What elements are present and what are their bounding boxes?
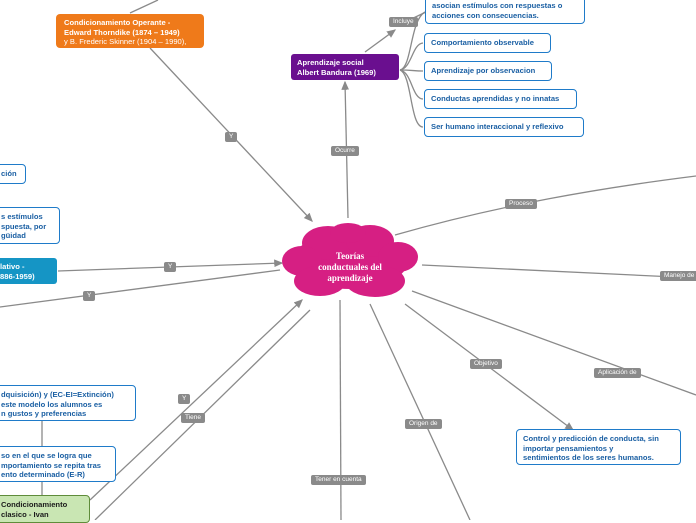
edge-lowerleft-center: [89, 299, 303, 501]
edge-label-y-top[interactable]: Y: [225, 132, 238, 142]
center-line-1: Teorías: [335, 251, 365, 261]
node-bandura[interactable]: Aprendizaje social Albert Bandura (1969): [291, 54, 399, 80]
node-conductas-label: Conductas aprendidas y no innatas: [431, 94, 560, 103]
node-thorndike-line-3: y B. Frederic Skinner (1904 – 1990),: [64, 37, 187, 46]
edge-fan-conductas: [399, 69, 424, 100]
node-left-estimulos-line-3: güidad: [1, 231, 26, 240]
node-asocian[interactable]: asocian estímulos con respuestas o accio…: [425, 0, 585, 24]
node-observable-label: Comportamiento observable: [431, 38, 534, 47]
edge-proceso: [394, 175, 696, 236]
node-left-green[interactable]: Condicionamiento clasico - Ivan: [0, 495, 90, 523]
node-observacion[interactable]: Aprendizaje por observacion: [424, 61, 552, 81]
node-left-top[interactable]: ción: [0, 164, 26, 184]
edge-label-objetivo[interactable]: Objetivo: [470, 359, 502, 369]
node-left-estimulos-line-2: spuesta, por: [1, 221, 47, 231]
edge-label-y-bottom[interactable]: Y: [178, 394, 191, 404]
edge-fan-humano: [399, 69, 424, 128]
edge-label-ocurre[interactable]: Ocurre: [331, 146, 359, 156]
node-asocian-line-2: acciones con consecuencias.: [432, 10, 539, 20]
node-control-line-3: sentimientos de los seres humanos.: [523, 453, 654, 462]
node-control-line-1: Control y predicción de conducta, sin: [523, 434, 659, 443]
node-humano[interactable]: Ser humano interaccional y reflexivo: [424, 117, 584, 137]
node-thorndike-line-1: Condicionamiento Operante -: [64, 18, 171, 27]
node-left-estimulos-line-1: s estímulos: [1, 212, 43, 221]
node-bandura-line-1: Aprendizaje social: [297, 58, 364, 67]
node-left-proceso-line-1: so en el que se logra que: [1, 451, 92, 460]
node-left-teal[interactable]: lativo - 886-1959): [0, 258, 57, 284]
edge-thorndike-up: [129, 0, 159, 14]
node-observable[interactable]: Comportamiento observable: [424, 33, 551, 53]
edge-aplicacion: [411, 290, 696, 396]
node-asocian-line-1: asocian estímulos con respuestas o: [432, 1, 563, 10]
node-left-proceso-line-3: ento determinado (E-R): [1, 470, 85, 479]
center-line-2: conductuales del: [318, 262, 382, 272]
node-left-proceso-line-2: mportamiento se repita tras: [1, 460, 102, 470]
node-control[interactable]: Control y predicción de conducta, sin im…: [516, 429, 681, 465]
edge-fan-observable: [399, 42, 424, 71]
node-left-teal-line-1: lativo -: [0, 262, 25, 271]
central-topic-title: Teorías conductuales del aprendizaje: [280, 251, 420, 284]
edge-label-tiene[interactable]: Tiene: [181, 413, 206, 423]
edge-fan-asocian: [399, 11, 426, 71]
node-left-top-label: ción: [1, 169, 17, 178]
node-left-estimulos[interactable]: s estímulos spuesta, por güidad: [0, 207, 60, 244]
central-topic[interactable]: Teorías conductuales del aprendizaje: [280, 221, 420, 301]
edge-label-incluye[interactable]: Incluye: [389, 17, 418, 27]
edge-bandura-incluye: [364, 29, 397, 53]
edge-manejo: [421, 264, 696, 279]
edge-tener: [339, 299, 342, 520]
node-thorndike[interactable]: Condicionamiento Operante - Edward Thorn…: [56, 14, 204, 48]
node-control-line-2: importar pensamientos y: [523, 443, 614, 453]
node-left-adquisicion-line-1: dquisición) y (EC-EI=Extinción): [1, 390, 114, 399]
cloud-shape: [282, 223, 418, 297]
edge-label-y-left[interactable]: Y: [83, 291, 96, 301]
edge-label-aplicacion[interactable]: Aplicación de: [594, 368, 641, 378]
edge-label-y-mid[interactable]: Y: [164, 262, 177, 272]
node-observacion-label: Aprendizaje por observacion: [431, 66, 536, 75]
edge-left-center: [0, 269, 281, 308]
node-left-proceso[interactable]: so en el que se logra que mportamiento s…: [0, 446, 116, 482]
node-thorndike-line-2: Edward Thorndike (1874 – 1949): [64, 27, 180, 37]
node-left-teal-line-2: 886-1959): [0, 271, 35, 281]
node-left-green-line-1: Condicionamiento: [1, 500, 68, 509]
node-left-green-line-2: clasico - Ivan: [1, 509, 49, 519]
edge-fan-observacion: [399, 69, 424, 72]
center-line-3: aprendizaje: [327, 273, 373, 283]
edge-label-origen[interactable]: Origen de: [405, 419, 442, 429]
edge-label-tener[interactable]: Tener en cuenta: [311, 475, 366, 485]
edge-label-proceso[interactable]: Proceso: [505, 199, 537, 209]
node-conductas[interactable]: Conductas aprendidas y no innatas: [424, 89, 577, 109]
node-bandura-line-2: Albert Bandura (1969): [297, 67, 376, 77]
node-humano-label: Ser humano interaccional y reflexivo: [431, 122, 564, 131]
node-left-adquisicion[interactable]: dquisición) y (EC-EI=Extinción) este mod…: [0, 385, 136, 421]
node-left-adquisicion-line-2: este modelo los alumnos es: [1, 399, 103, 409]
edge-label-manejo[interactable]: Manejo de: [660, 271, 696, 281]
edge-origen: [369, 303, 471, 520]
node-left-adquisicion-line-3: n gustos y preferencias: [1, 409, 87, 418]
